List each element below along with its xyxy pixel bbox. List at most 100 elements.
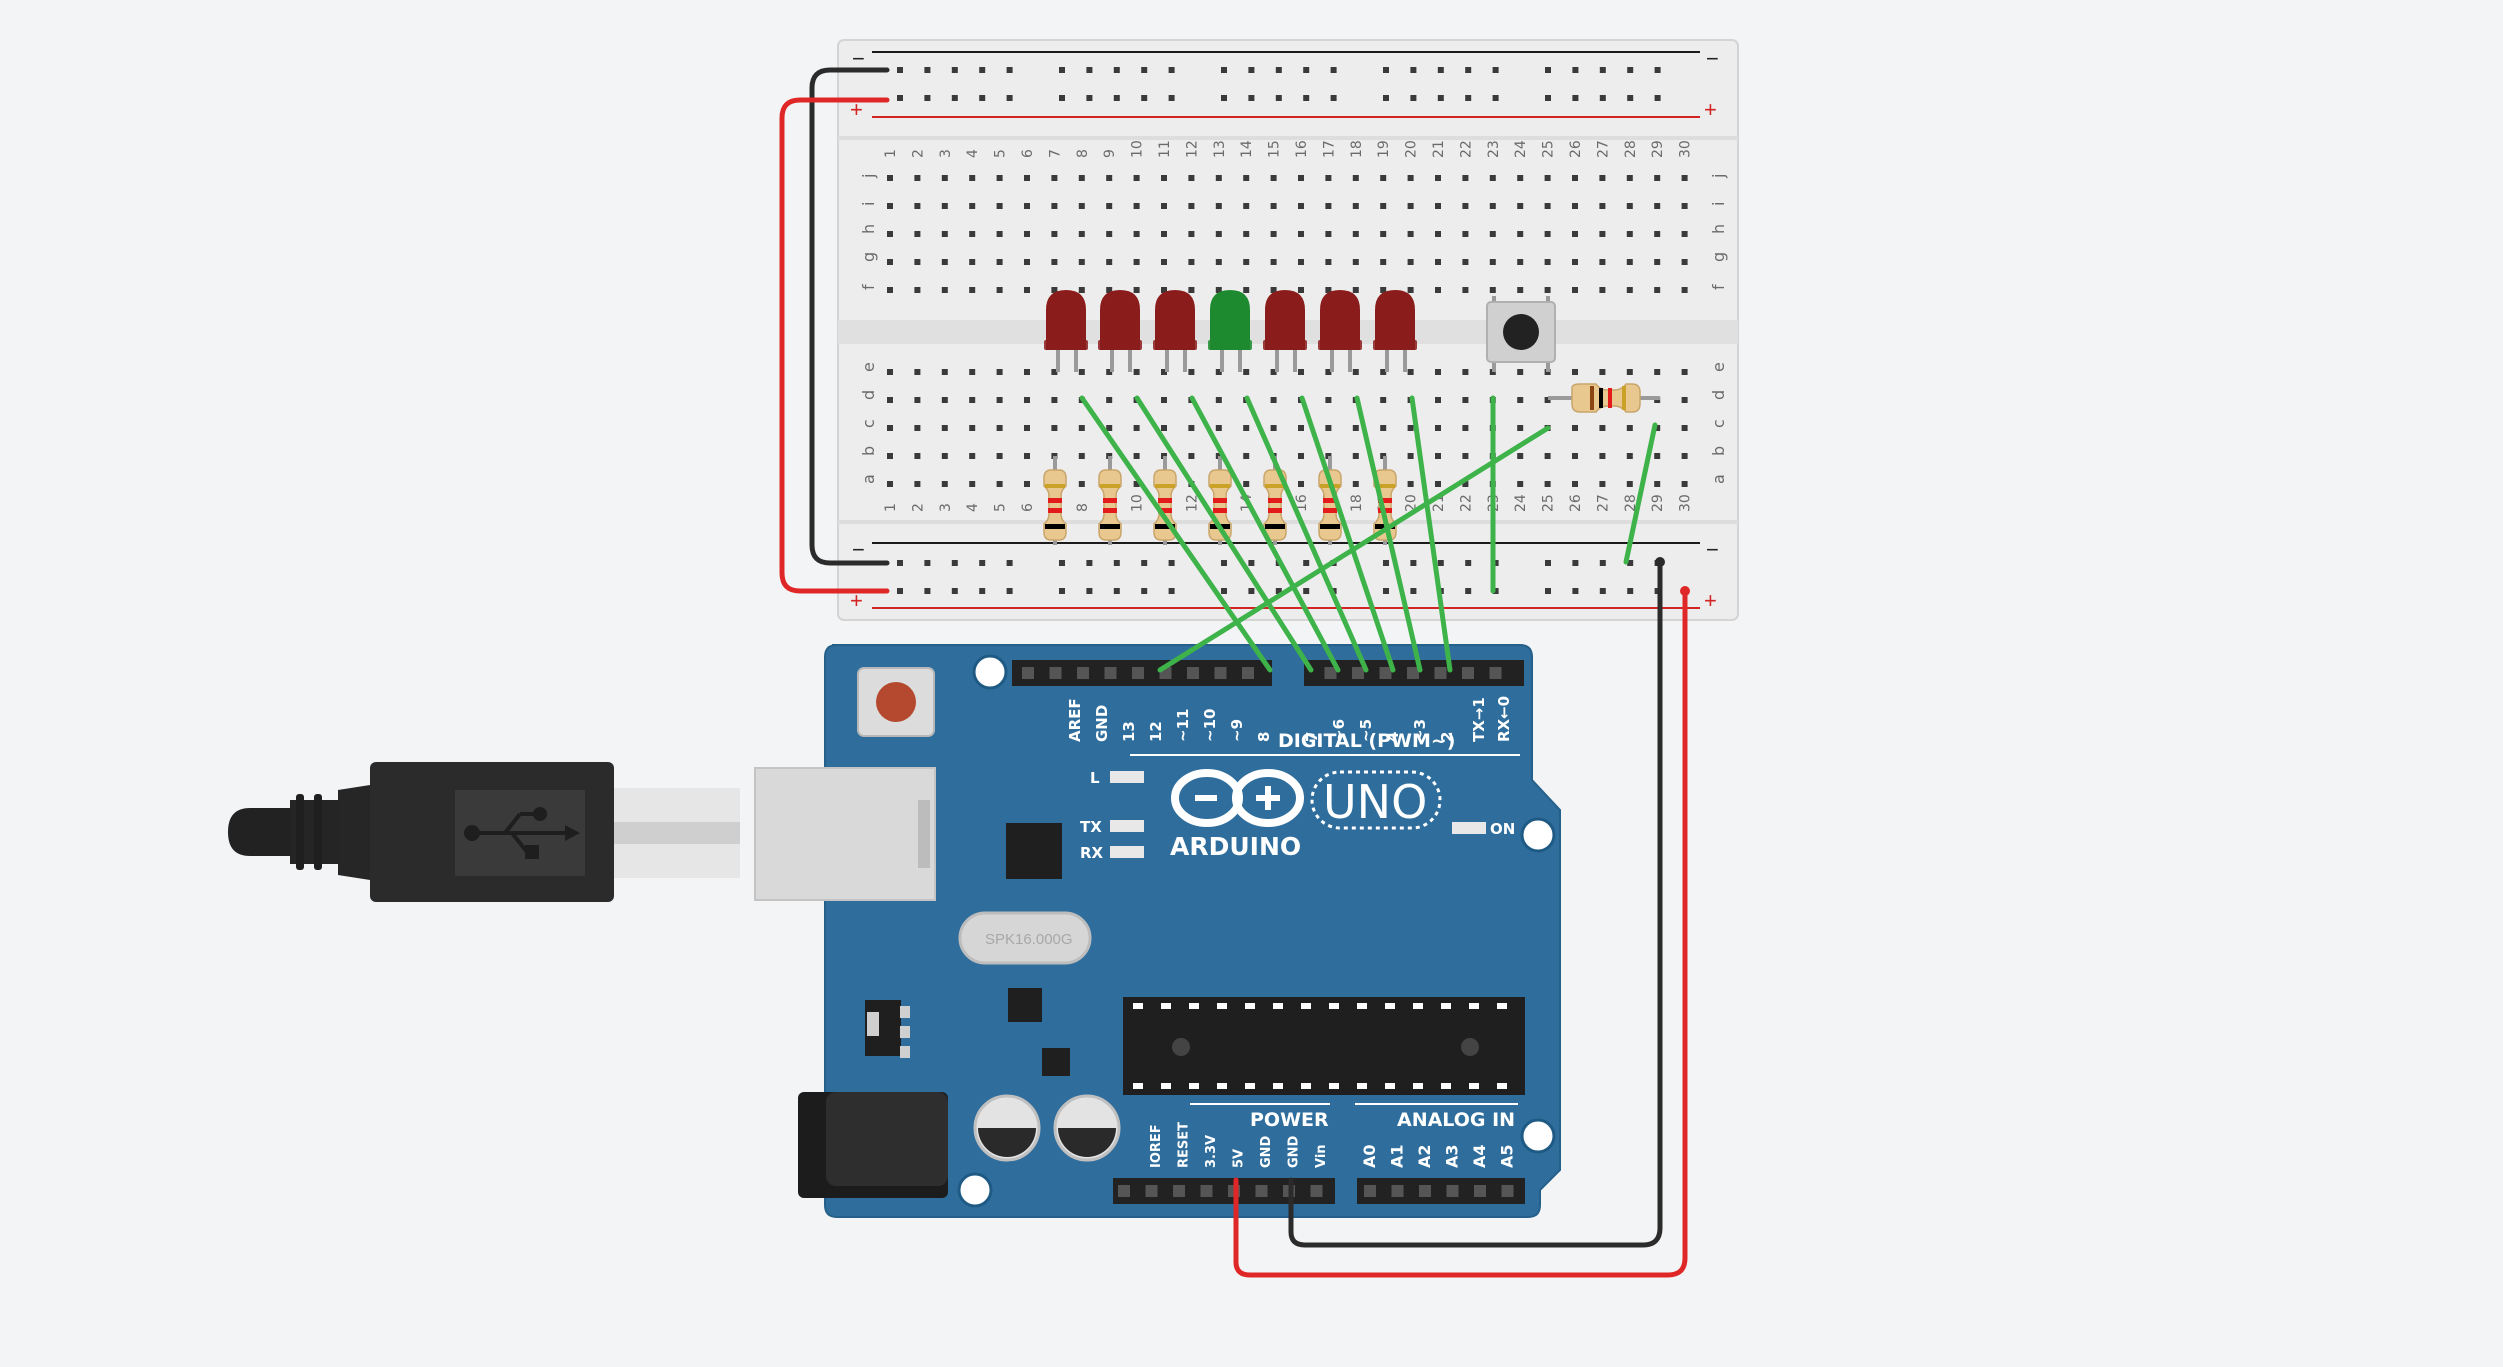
breadboard-hole[interactable]: [887, 425, 893, 431]
breadboard-hole[interactable]: [1489, 175, 1496, 181]
rail-hole[interactable]: [1627, 560, 1634, 566]
breadboard-hole[interactable]: [1051, 231, 1058, 237]
breadboard-hole[interactable]: [1188, 287, 1195, 293]
breadboard-hole[interactable]: [914, 231, 921, 237]
breadboard-hole[interactable]: [1626, 203, 1633, 209]
rail-hole[interactable]: [1141, 560, 1148, 566]
breadboard-hole[interactable]: [1489, 231, 1496, 237]
rail-hole[interactable]: [1437, 95, 1444, 101]
breadboard-hole[interactable]: [1270, 425, 1277, 431]
rail-hole[interactable]: [951, 95, 958, 101]
breadboard-hole[interactable]: [1681, 425, 1688, 431]
breadboard-hole[interactable]: [1270, 369, 1277, 375]
breadboard-hole[interactable]: [1051, 425, 1058, 431]
breadboard-hole[interactable]: [1188, 453, 1195, 459]
breadboard-hole[interactable]: [1462, 287, 1469, 293]
breadboard-hole[interactable]: [1215, 203, 1222, 209]
rail-hole[interactable]: [1275, 67, 1282, 73]
rail-hole[interactable]: [897, 95, 903, 101]
breadboard-hole[interactable]: [914, 175, 921, 181]
rail-hole[interactable]: [1248, 67, 1255, 73]
breadboard-hole[interactable]: [996, 397, 1003, 403]
breadboard-hole[interactable]: [1024, 453, 1030, 459]
breadboard-hole[interactable]: [941, 425, 948, 431]
rail-hole[interactable]: [1006, 560, 1013, 566]
breadboard-hole[interactable]: [1215, 259, 1222, 265]
breadboard-hole[interactable]: [1215, 287, 1222, 293]
breadboard-hole[interactable]: [1517, 369, 1524, 375]
breadboard-hole[interactable]: [1215, 369, 1222, 375]
breadboard-hole[interactable]: [1626, 369, 1633, 375]
led[interactable]: [1098, 290, 1142, 372]
rail-hole[interactable]: [1303, 560, 1310, 566]
breadboard-hole[interactable]: [1325, 231, 1332, 237]
breadboard-hole[interactable]: [1544, 259, 1551, 265]
header-pin-hole[interactable]: [1049, 667, 1062, 679]
breadboard-hole[interactable]: [941, 231, 948, 237]
rail-hole[interactable]: [1545, 67, 1551, 73]
rail-hole[interactable]: [1303, 588, 1310, 594]
breadboard-hole[interactable]: [1462, 203, 1469, 209]
breadboard-hole[interactable]: [1133, 175, 1140, 181]
breadboard-hole[interactable]: [887, 259, 893, 265]
breadboard-hole[interactable]: [1407, 481, 1414, 487]
reset-button[interactable]: [857, 667, 935, 737]
breadboard-hole[interactable]: [1681, 231, 1688, 237]
breadboard-hole[interactable]: [1572, 369, 1578, 375]
breadboard-hole[interactable]: [1599, 369, 1606, 375]
breadboard-hole[interactable]: [1270, 397, 1277, 403]
breadboard-hole[interactable]: [941, 397, 948, 403]
rail-hole[interactable]: [1410, 67, 1417, 73]
header-pin-hole[interactable]: [1104, 667, 1117, 679]
rail-hole[interactable]: [1465, 95, 1472, 101]
breadboard-hole[interactable]: [1215, 175, 1222, 181]
breadboard-hole[interactable]: [1517, 231, 1524, 237]
breadboard-hole[interactable]: [1681, 397, 1688, 403]
rail-hole[interactable]: [1492, 560, 1499, 566]
rail-hole[interactable]: [1410, 588, 1417, 594]
breadboard-hole[interactable]: [1106, 203, 1113, 209]
breadboard-hole[interactable]: [1352, 175, 1359, 181]
breadboard-hole[interactable]: [1352, 425, 1359, 431]
breadboard-hole[interactable]: [1243, 203, 1250, 209]
breadboard-hole[interactable]: [1024, 481, 1030, 487]
breadboard-hole[interactable]: [1270, 175, 1277, 181]
breadboard-hole[interactable]: [1188, 369, 1195, 375]
breadboard-hole[interactable]: [1325, 287, 1332, 293]
breadboard-hole[interactable]: [1380, 259, 1387, 265]
breadboard-hole[interactable]: [1078, 175, 1085, 181]
led[interactable]: [1263, 290, 1307, 372]
rail-hole[interactable]: [1492, 95, 1499, 101]
breadboard-hole[interactable]: [1407, 259, 1414, 265]
rail-hole[interactable]: [1168, 560, 1175, 566]
breadboard-hole[interactable]: [1407, 203, 1414, 209]
header-pin-hole[interactable]: [1214, 667, 1227, 679]
rail-hole[interactable]: [1627, 95, 1634, 101]
breadboard-hole[interactable]: [1243, 425, 1250, 431]
breadboard-hole[interactable]: [1407, 369, 1414, 375]
breadboard-hole[interactable]: [1489, 259, 1496, 265]
header-pin-hole[interactable]: [1187, 667, 1199, 679]
breadboard-hole[interactable]: [1352, 231, 1359, 237]
breadboard-hole[interactable]: [1572, 259, 1578, 265]
breadboard-hole[interactable]: [996, 425, 1003, 431]
breadboard-hole[interactable]: [1298, 453, 1304, 459]
breadboard-hole[interactable]: [1599, 425, 1606, 431]
rail-hole[interactable]: [1141, 67, 1148, 73]
header-pin-hole[interactable]: [1379, 667, 1392, 679]
rail-hole[interactable]: [979, 95, 986, 101]
breadboard-hole[interactable]: [1078, 259, 1085, 265]
rail-hole[interactable]: [924, 67, 931, 73]
breadboard-hole[interactable]: [1654, 259, 1661, 265]
breadboard-hole[interactable]: [1133, 259, 1140, 265]
breadboard-hole[interactable]: [1654, 287, 1661, 293]
header-pin-hole[interactable]: [1462, 667, 1474, 679]
rail-hole[interactable]: [1545, 588, 1551, 594]
breadboard-hole[interactable]: [1626, 259, 1633, 265]
rail-hole[interactable]: [1006, 67, 1013, 73]
breadboard-hole[interactable]: [1599, 175, 1606, 181]
breadboard-hole[interactable]: [1161, 231, 1167, 237]
rail-hole[interactable]: [1059, 67, 1065, 73]
breadboard-hole[interactable]: [1161, 287, 1167, 293]
breadboard-hole[interactable]: [1161, 259, 1167, 265]
